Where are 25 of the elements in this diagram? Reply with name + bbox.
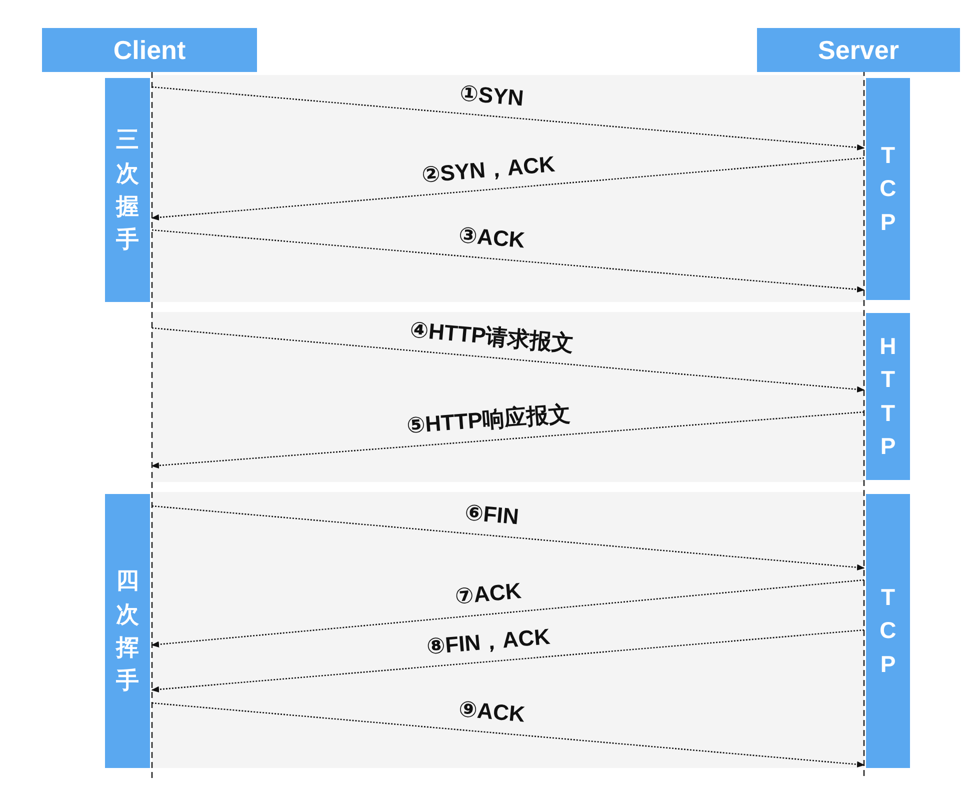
edge-label: ④HTTP请求报文: [408, 318, 575, 357]
header-box: Server: [757, 28, 960, 72]
phase-band: 三次握手: [105, 78, 150, 302]
edge-label: ⑨ACK: [458, 698, 526, 728]
phase-band: TCP: [866, 78, 910, 300]
phase-band: 四次挥手: [105, 494, 150, 768]
message-arrow: [151, 579, 864, 648]
header-box: Client: [42, 28, 257, 72]
phase-band: HTTP: [866, 313, 910, 480]
edge-label: ⑦ACK: [454, 579, 522, 610]
edge-label: ①SYN: [458, 81, 525, 111]
edge-label: ⑥FIN: [464, 501, 520, 530]
message-arrow: [151, 411, 864, 469]
message-arrow: [151, 629, 864, 693]
message-arrow: [152, 702, 865, 768]
message-arrow: [151, 157, 864, 221]
edge-label: ③ACK: [458, 224, 526, 254]
message-arrow: [152, 505, 865, 570]
message-arrow: [152, 229, 865, 293]
message-arrow: [152, 327, 865, 392]
edge-label: ⑤HTTP响应报文: [406, 402, 572, 439]
message-arrow: [152, 86, 865, 150]
edge-label: ⑧FIN，ACK: [426, 624, 551, 659]
phase-band: TCP: [866, 494, 910, 768]
edge-label: ②SYN，ACK: [420, 152, 556, 188]
